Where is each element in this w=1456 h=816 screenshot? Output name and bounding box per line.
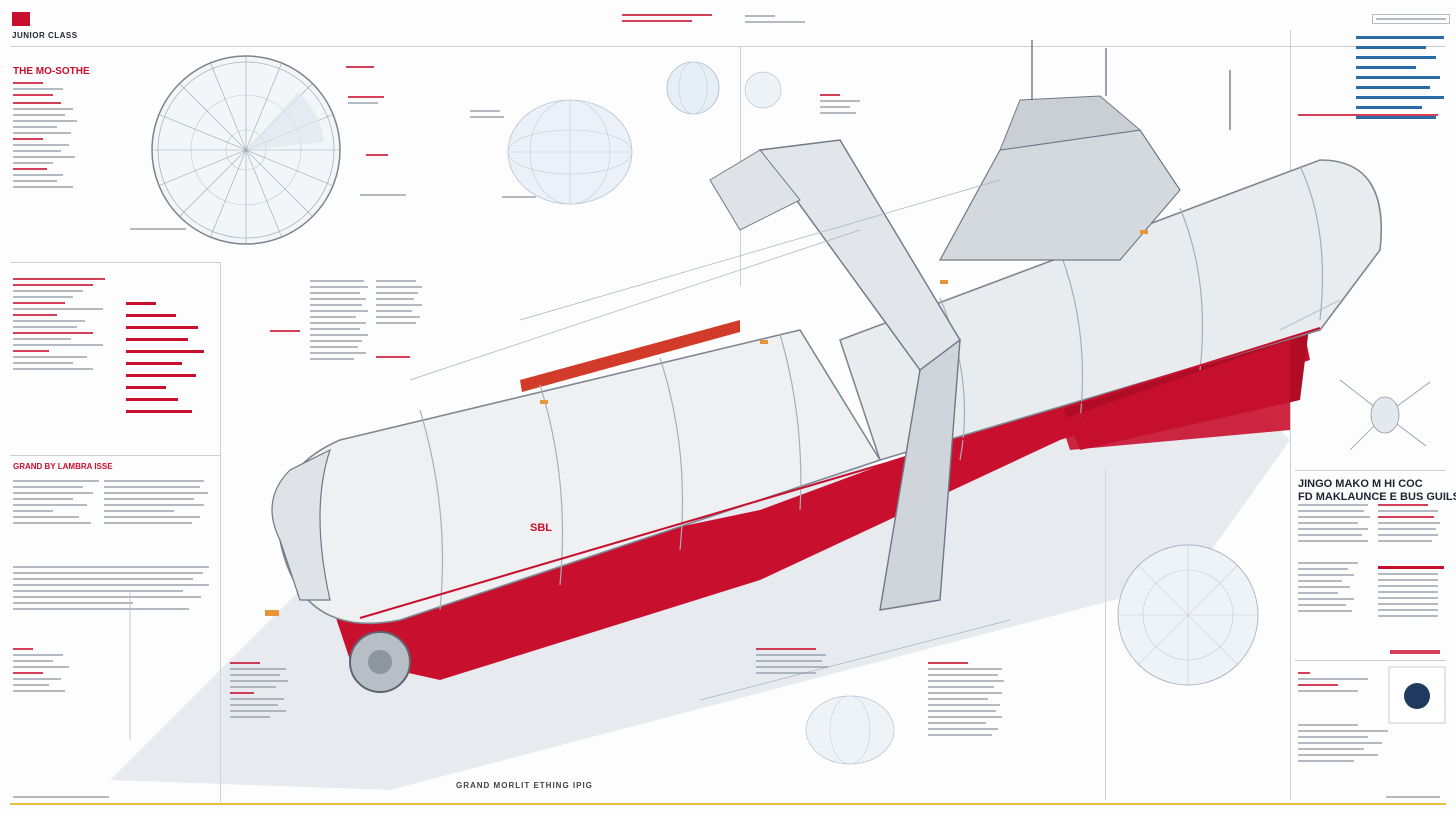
callout-notes-1 (346, 66, 386, 72)
callout-notes-2 (348, 96, 388, 108)
globe-notes (820, 94, 866, 118)
right-red-table (1378, 566, 1444, 621)
col-divider-1 (220, 262, 221, 802)
left-bottom-list (13, 648, 73, 696)
right-bottom-list (1298, 724, 1444, 766)
title-block: THE MO-SOTHE (13, 66, 90, 77)
left-spec-list-2 (13, 278, 113, 374)
top-header-marks (622, 14, 712, 26)
title-block-notes (13, 82, 73, 100)
right-bottom-notes (1298, 672, 1378, 696)
right-spec-table-2 (1378, 504, 1444, 546)
radial-wheel-diagram (151, 55, 341, 245)
blue-legend-bars (1356, 36, 1444, 126)
globe-detail-diagram (507, 99, 633, 205)
lower-text-block-3 (928, 662, 1008, 740)
logo-emblem (12, 12, 30, 26)
bottom-caption: GRAND MORLIT ETHING IPIG (456, 781, 593, 790)
right-header-notes (1298, 114, 1448, 120)
header-left: JUNIOR CLASS (12, 31, 78, 40)
right-divider-2 (1295, 660, 1446, 661)
dial-gauge (1388, 666, 1446, 724)
left-divider (10, 262, 220, 263)
bottom-left-tag (13, 796, 113, 802)
top-header-marks-2 (745, 15, 885, 27)
center-text-block-2 (376, 280, 426, 328)
right-list-2 (1298, 562, 1368, 616)
top-rule (10, 46, 1446, 47)
left-wide-paragraph (13, 566, 213, 614)
right-heading: JINGO MAKO M HI COC FD MAKLAUNCE E BUS G… (1298, 478, 1456, 504)
left-spec-list-1 (13, 102, 83, 192)
callout-notes-5 (130, 228, 190, 234)
left-mid-paragraph-2 (104, 480, 214, 528)
right-heading-line2: FD MAKLAUNCE E BUS GUILS (1298, 491, 1456, 503)
col-divider-3 (1105, 470, 1106, 800)
center-text-block-1 (310, 280, 370, 364)
callout-notes-4 (360, 194, 410, 200)
ship-illustration (265, 40, 1382, 693)
right-wheel-diagram (1117, 544, 1259, 686)
col-divider-4 (1290, 30, 1291, 800)
left-mid-heading: GRAND BY LAMBRA ISSE (13, 462, 113, 471)
left-mid-paragraph (13, 480, 103, 528)
hull-marking: SBL (530, 522, 552, 534)
callout-notes-7 (502, 196, 542, 202)
small-globe-2 (744, 71, 782, 109)
center-callout-red (270, 330, 310, 336)
right-spec-table (1298, 504, 1372, 546)
callout-notes-6 (470, 110, 510, 122)
small-globe-1 (666, 61, 720, 115)
right-heading-line1: JINGO MAKO M HI COC (1298, 478, 1423, 490)
callout-notes-3 (366, 154, 396, 160)
right-red-tag (1390, 650, 1442, 658)
right-divider (1295, 470, 1446, 471)
left-divider-2 (10, 455, 220, 456)
lower-text-block-2 (756, 648, 832, 678)
radar-dish-sketch (1339, 379, 1431, 451)
bottom-right-tag (1386, 796, 1442, 802)
spec-bar-group (126, 302, 204, 422)
bottom-rule (10, 803, 1446, 805)
lower-text-block-1 (230, 662, 290, 722)
center-callout-red-2 (376, 356, 416, 362)
top-right-box (1372, 14, 1450, 24)
lower-globe-diagram (805, 695, 895, 765)
